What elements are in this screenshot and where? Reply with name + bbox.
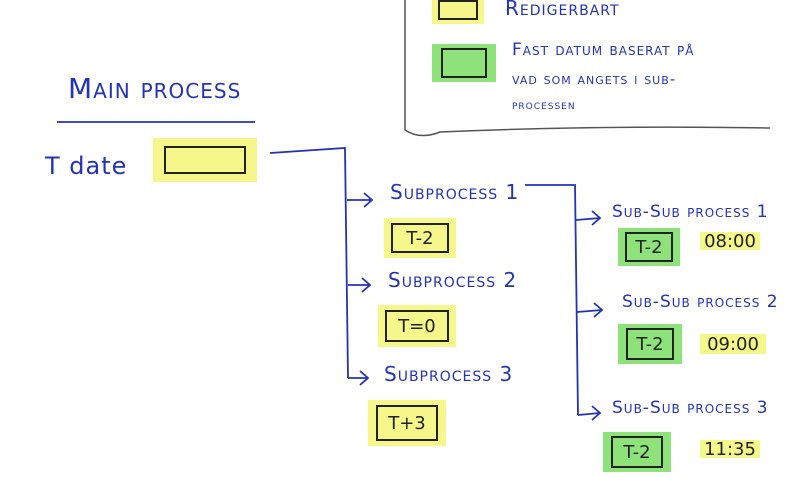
arrow-subsub-1 bbox=[575, 210, 602, 226]
subsub-3-offset: T-2 bbox=[603, 432, 671, 472]
legend-border bbox=[404, 0, 771, 137]
subprocess-2-offset-field[interactable]: T=0 bbox=[378, 305, 456, 347]
arrow-subsub-3 bbox=[577, 405, 602, 421]
subsub-1-label: Sub-Sub process 1 bbox=[612, 202, 769, 222]
subprocess-3-label: Subprocess 3 bbox=[384, 362, 514, 386]
subsub-3-label: Sub-Sub process 3 bbox=[612, 398, 769, 418]
subprocess-1-offset-field[interactable]: T-2 bbox=[384, 218, 456, 258]
main-branch-line bbox=[269, 147, 349, 379]
subsub-1-offset: T-2 bbox=[618, 228, 680, 266]
t-date-label: T date bbox=[45, 152, 128, 180]
arrow-subsub-2 bbox=[576, 302, 604, 318]
legend-fixed-label-1: Fast datum baserat på bbox=[512, 40, 695, 60]
subprocess-2-label: Subprocess 2 bbox=[388, 268, 518, 292]
main-process-title: Main process bbox=[68, 72, 242, 105]
arrow-sub-1 bbox=[347, 192, 374, 208]
subsub-3-time-field[interactable]: 11:35 bbox=[700, 439, 760, 460]
arrow-sub-2 bbox=[348, 277, 372, 293]
subprocess-3-offset-field[interactable]: T+3 bbox=[368, 400, 446, 446]
subsub-1-time-field[interactable]: 08:00 bbox=[700, 231, 760, 252]
legend-fixed-label-2: vad som angets i sub- bbox=[512, 70, 677, 88]
sub-branch-line bbox=[525, 184, 579, 416]
legend-editable-label: Redigerbart bbox=[505, 0, 620, 20]
subsub-2-offset: T-2 bbox=[618, 324, 682, 364]
subsub-2-label: Sub-Sub process 2 bbox=[622, 292, 779, 312]
t-date-input[interactable] bbox=[153, 138, 257, 182]
legend-fixed-swatch bbox=[432, 44, 496, 82]
legend-editable-swatch bbox=[432, 0, 484, 24]
subprocess-1-label: Subprocess 1 bbox=[390, 180, 520, 204]
subsub-2-time-field[interactable]: 09:00 bbox=[700, 334, 766, 355]
arrow-sub-3 bbox=[348, 370, 370, 386]
legend-fixed-label-3: processen bbox=[512, 98, 576, 113]
